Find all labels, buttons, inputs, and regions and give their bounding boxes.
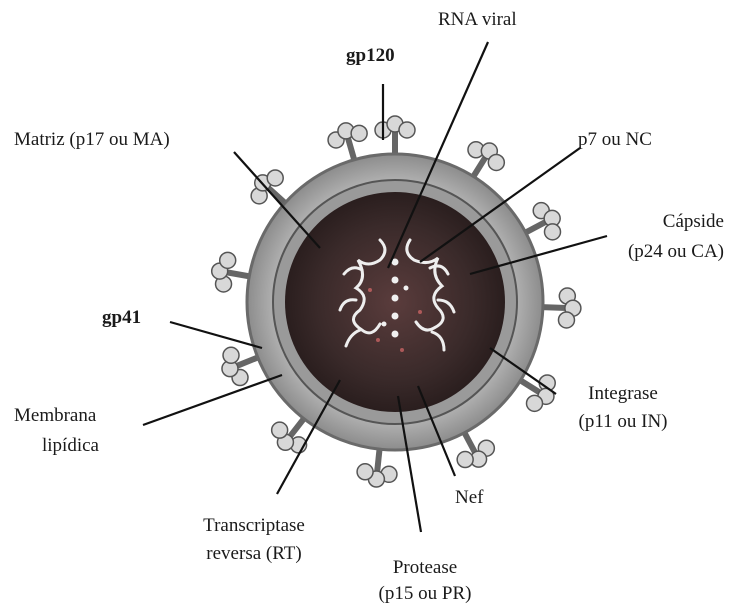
spike-knob bbox=[220, 252, 236, 268]
label-protease-line1: Protease bbox=[370, 556, 480, 580]
label-transcriptase-line2: reversa (RT) bbox=[184, 542, 324, 566]
spike-knob bbox=[457, 452, 473, 468]
spike-knob bbox=[527, 395, 543, 411]
label-membrana-line1: Membrana bbox=[14, 404, 96, 428]
label-protease-line2: (p15 ou PR) bbox=[362, 582, 488, 606]
spike-knob bbox=[267, 170, 283, 186]
label-gp41: gp41 bbox=[102, 306, 141, 330]
spike-knob bbox=[351, 125, 367, 141]
spike-knob bbox=[357, 464, 373, 480]
label-capside-line1: Cápside bbox=[634, 210, 724, 234]
spike-knob bbox=[223, 347, 239, 363]
spike-knob bbox=[272, 422, 288, 438]
label-capside-line2: (p24 ou CA) bbox=[606, 240, 724, 264]
label-membrana-line2: lipídica bbox=[42, 434, 99, 458]
label-transcriptase-line1: Transcriptase bbox=[184, 514, 324, 538]
spike-knob bbox=[399, 122, 415, 138]
label-integrase-line1: Integrase bbox=[568, 382, 678, 406]
label-gp120: gp120 bbox=[346, 44, 395, 68]
spike-knob bbox=[545, 224, 561, 240]
label-nef: Nef bbox=[455, 486, 483, 510]
label-integrase-line2: (p11 ou IN) bbox=[562, 410, 684, 434]
spike-knob bbox=[488, 154, 504, 170]
label-p7: p7 ou NC bbox=[578, 128, 652, 152]
leader-membrana bbox=[143, 375, 282, 425]
spike-knob bbox=[558, 312, 574, 328]
label-matriz: Matriz (p17 ou MA) bbox=[14, 128, 170, 152]
label-rna-viral: RNA viral bbox=[438, 8, 517, 32]
